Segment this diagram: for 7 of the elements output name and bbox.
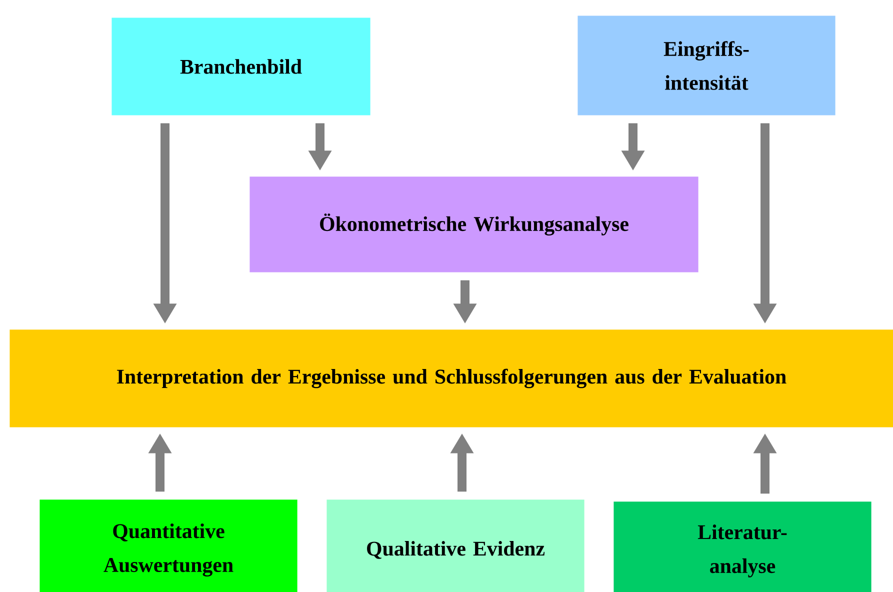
process-box: Ökonometrische Wirkungsanalyse xyxy=(250,176,698,272)
process-box: Qualitative Evidenz xyxy=(326,500,584,592)
process-box: Quantitative Auswertungen xyxy=(40,500,298,592)
process-box: Branchenbild xyxy=(112,18,370,116)
process-box: Eingriffs- intensität xyxy=(578,16,836,116)
process-box: Literatur- analyse xyxy=(614,502,872,592)
process-box: Interpretation der Ergebnisse und Schlussfolgerungen aus der Evaluation xyxy=(10,330,893,428)
